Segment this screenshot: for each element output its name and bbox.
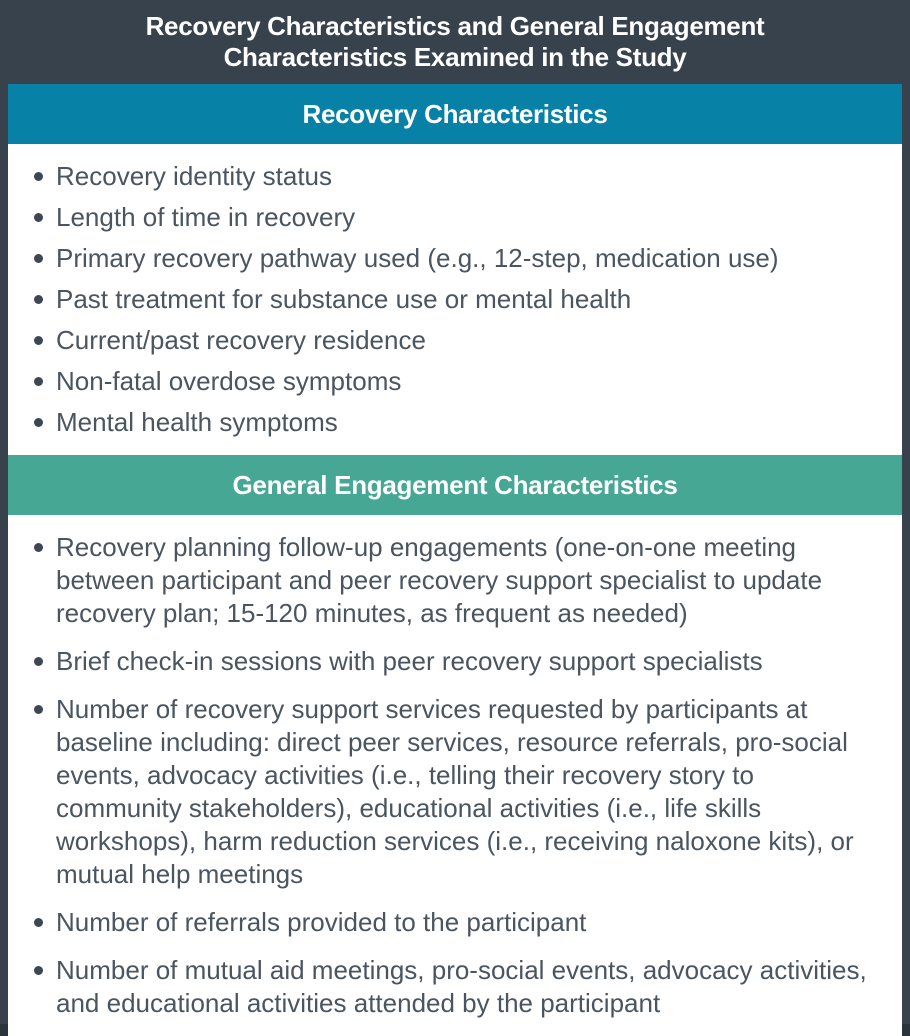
- recovery-section-heading-text: Recovery Characteristics: [302, 98, 608, 129]
- figure-title: Recovery Characteristics and General Eng…: [8, 0, 902, 84]
- list-item: Non-fatal overdose symptoms: [8, 365, 884, 398]
- list-item: Mental health symptoms: [8, 406, 884, 439]
- list-item: Past treatment for substance use or ment…: [8, 283, 884, 316]
- recovery-section-body: Recovery identity status Length of time …: [8, 144, 902, 455]
- list-item: Length of time in recovery: [8, 201, 884, 234]
- engagement-section-header: General Engagement Characteristics: [8, 455, 902, 515]
- figure-title-line-1: Recovery Characteristics and General Eng…: [145, 11, 765, 41]
- list-item: Brief check-in sessions with peer recove…: [8, 645, 884, 678]
- list-item: Recovery identity status: [8, 160, 884, 193]
- list-item: Primary recovery pathway used (e.g., 12-…: [8, 242, 884, 275]
- list-item: Number of mutual aid meetings, pro-socia…: [8, 954, 884, 1020]
- engagement-list: Recovery planning follow-up engagements …: [8, 531, 884, 1020]
- recovery-list: Recovery identity status Length of time …: [8, 160, 884, 439]
- list-item: Number of recovery support services requ…: [8, 693, 884, 891]
- engagement-section-body: Recovery planning follow-up engagements …: [8, 515, 902, 1036]
- list-item: Recovery planning follow-up engagements …: [8, 531, 884, 630]
- list-item: Number of referrals provided to the part…: [8, 906, 884, 939]
- recovery-section-header: Recovery Characteristics: [8, 84, 902, 144]
- engagement-section-heading-text: General Engagement Characteristics: [232, 469, 678, 500]
- list-item: Current/past recovery residence: [8, 324, 884, 357]
- figure-title-line-2: Characteristics Examined in the Study: [223, 42, 687, 72]
